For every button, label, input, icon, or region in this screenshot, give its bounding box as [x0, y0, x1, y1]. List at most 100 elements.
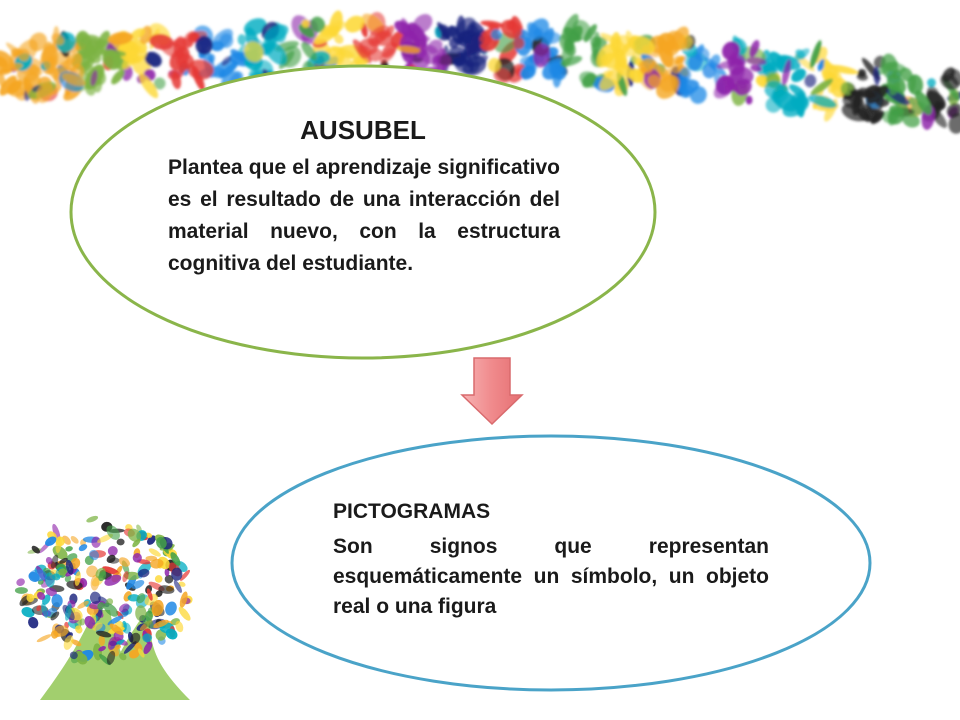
paint-splash [298, 24, 315, 38]
tree-leaf [151, 599, 164, 617]
paint-splash [746, 57, 767, 66]
tree-leaf [164, 574, 174, 584]
paint-splash [178, 60, 189, 74]
tree-leaf [74, 571, 81, 586]
paint-splash [552, 64, 562, 88]
paint-splash [116, 47, 140, 56]
paint-splash [790, 92, 808, 110]
tree-leaf [107, 615, 123, 626]
tree-leaf [14, 587, 28, 594]
tree-leaf [65, 546, 73, 552]
tree-leaf [106, 554, 116, 563]
paint-splash [666, 30, 688, 51]
paint-splash [678, 84, 694, 99]
tree-leaf [28, 617, 39, 629]
paint-splash [946, 103, 960, 118]
paint-splash [593, 31, 601, 53]
paint-splash [412, 14, 433, 34]
tree-leaf [31, 545, 40, 554]
paint-splash [149, 34, 174, 50]
tree-leaf [122, 571, 129, 583]
tree-leaf [91, 536, 101, 548]
paint-splash [873, 66, 880, 85]
tree-leaf [45, 556, 53, 565]
tree-leaf [148, 548, 161, 557]
tree-leaf [128, 649, 140, 659]
tree-leaf [137, 568, 150, 578]
paint-splash [948, 113, 960, 134]
tree-leaf [21, 607, 35, 618]
tree-leaf [142, 633, 153, 643]
tree-leaf [89, 591, 101, 604]
paint-splash [908, 97, 916, 106]
paint-splash [861, 103, 872, 113]
tree-leaf [79, 618, 86, 626]
paint-splash [171, 71, 182, 90]
tree-leaf [75, 625, 83, 634]
tree-leaf [104, 574, 122, 586]
paint-splash [849, 89, 877, 98]
tree-leaf [51, 594, 63, 608]
tree-leaf [154, 575, 163, 583]
paint-splash [36, 81, 53, 104]
tree-leaf [50, 554, 59, 569]
paint-splash [88, 45, 105, 61]
paint-splash [108, 31, 133, 45]
tree-leaf [107, 636, 117, 650]
paint-splash [195, 35, 213, 55]
paint-splash [638, 58, 656, 72]
tree-leaf [55, 536, 65, 547]
paint-splash [42, 41, 56, 71]
tree-leaf [145, 532, 153, 538]
paint-splash [749, 39, 760, 58]
paint-splash [264, 24, 289, 43]
tree-leaf [146, 588, 153, 601]
tree-leaf [158, 585, 175, 594]
tree-leaf [26, 593, 35, 603]
paint-splash [210, 40, 224, 52]
tree-leaf [165, 628, 178, 640]
tree-leaf [107, 546, 118, 556]
paint-splash [852, 92, 862, 116]
paint-splash [887, 107, 905, 125]
tree-leaf [150, 558, 164, 569]
tree-leaf [103, 602, 119, 617]
paint-splash [648, 74, 662, 89]
paint-splash [689, 86, 707, 104]
paint-splash [219, 61, 239, 79]
paint-splash [596, 43, 617, 68]
tree-leaf [179, 569, 191, 581]
paint-splash [795, 49, 806, 60]
tree-leaf [106, 525, 120, 540]
tree-leaf [165, 601, 177, 616]
paint-splash [560, 55, 583, 67]
tree-leaf [45, 536, 57, 547]
paint-splash [926, 90, 946, 110]
tree-leaf [59, 557, 68, 564]
tree-leaf [170, 552, 181, 566]
tree-leaf [65, 603, 72, 621]
paint-splash [656, 75, 680, 99]
paint-splash [344, 15, 365, 33]
paint-splash [379, 48, 396, 64]
paint-splash [400, 18, 413, 46]
pictogramas-description: Son signos que representan esquemáticame… [333, 535, 769, 618]
paint-splash [810, 78, 833, 96]
tree-leaf [127, 528, 142, 542]
ausubel-ellipse [69, 64, 657, 360]
paint-splash [902, 113, 920, 128]
paint-splash [716, 59, 743, 69]
paint-splash [791, 68, 806, 83]
paint-splash [98, 30, 110, 49]
tree-leaf [118, 557, 130, 567]
paint-splash [310, 16, 326, 33]
paint-splash [264, 40, 287, 66]
tree-leaf [71, 639, 82, 647]
tree-leaf [37, 591, 46, 600]
paint-splash [627, 35, 655, 55]
tree-leaf [86, 515, 99, 523]
paint-splash [927, 78, 936, 88]
tree-leaf [63, 635, 74, 650]
paint-splash [614, 58, 629, 70]
paint-splash [244, 41, 264, 63]
